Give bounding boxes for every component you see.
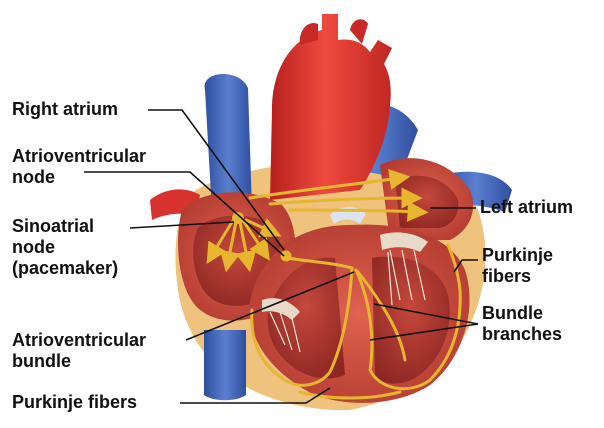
label-sa-node: Sinoatrial node (pacemaker) <box>12 216 118 279</box>
label-bundle-branches: Bundle branches <box>482 303 562 345</box>
label-purkinje-fibers-right: Purkinje fibers <box>482 245 553 287</box>
label-right-atrium: Right atrium <box>12 99 118 120</box>
label-av-node: Atrioventricular node <box>12 146 146 188</box>
label-av-bundle: Atrioventricular bundle <box>12 330 146 372</box>
label-purkinje-fibers-bottom: Purkinje fibers <box>12 392 137 413</box>
av-node <box>281 251 292 262</box>
label-left-atrium: Left atrium <box>480 197 573 218</box>
inferior-vena-cava <box>204 330 246 400</box>
